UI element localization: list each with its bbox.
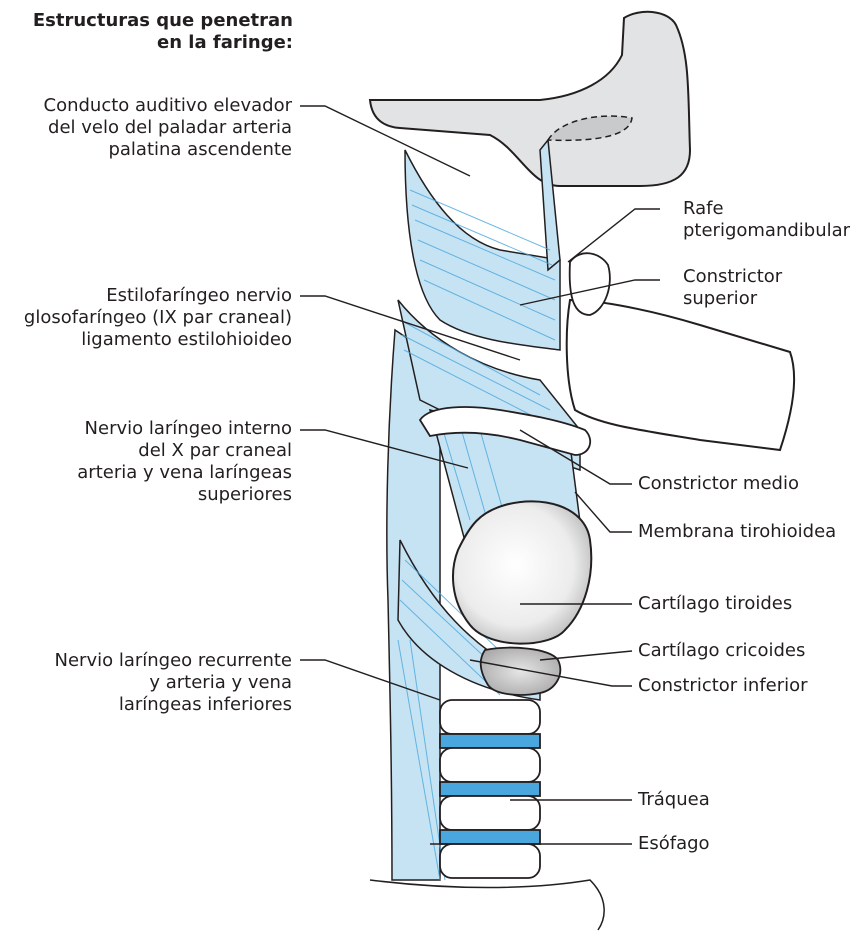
cricoid-cartilage: [481, 648, 561, 695]
label-line: ligamento estilohioideo: [24, 329, 292, 351]
label-line: del X par craneal: [77, 440, 292, 462]
label-recurrent-laryngeal: Nervio laríngeo recurrente y arteria y v…: [55, 650, 293, 716]
label-line: laríngeas inferiores: [55, 694, 293, 716]
heading-line: en la faringe:: [33, 32, 293, 54]
label-middle-constrictor: Constrictor medio: [638, 473, 799, 495]
label-line: Estilofaríngeo nervio: [24, 285, 292, 307]
label-inferior-constrictor: Constrictor inferior: [638, 675, 808, 697]
label-superior-constrictor: Constrictor superior: [683, 266, 782, 310]
trachea-cartilage: [440, 734, 540, 748]
label-line: del velo del paladar arteria: [44, 117, 293, 139]
label-line: palatina ascendente: [44, 139, 293, 161]
structures-heading: Estructuras que penetran en la faringe:: [33, 10, 293, 54]
label-line: Tráquea: [638, 789, 710, 811]
label-line: Nervio laríngeo interno: [77, 418, 292, 440]
label-thyrohyoid-membrane: Membrana tirohioidea: [638, 521, 836, 543]
mandible: [567, 300, 794, 450]
label-line: Cartílago cricoides: [638, 640, 805, 662]
label-line: Nervio laríngeo recurrente: [55, 650, 293, 672]
label-internal-laryngeal: Nervio laríngeo interno del X par cranea…: [77, 418, 292, 506]
trachea: [440, 700, 540, 878]
trachea-ring: [440, 796, 540, 830]
label-line: y arteria y vena: [55, 672, 293, 694]
label-line: Membrana tirohioidea: [638, 521, 836, 543]
label-stylopharyngeus: Estilofaríngeo nervio glosofaríngeo (IX …: [24, 285, 292, 351]
label-esophagus: Esófago: [638, 833, 710, 855]
trachea-ring: [440, 748, 540, 782]
label-trachea: Tráquea: [638, 789, 710, 811]
trachea-ring: [440, 844, 540, 878]
label-line: superiores: [77, 484, 292, 506]
neck-base: [370, 880, 604, 930]
label-line: Cartílago tiroides: [638, 593, 792, 615]
label-line: Constrictor: [683, 266, 782, 288]
skull-base: [370, 12, 690, 186]
heading-line: Estructuras que penetran: [33, 10, 293, 32]
label-line: Esófago: [638, 833, 710, 855]
label-line: arteria y vena laríngeas: [77, 462, 292, 484]
label-line: glosofaríngeo (IX par craneal): [24, 307, 292, 329]
label-thyroid-cartilage: Cartílago tiroides: [638, 593, 792, 615]
label-line: Constrictor inferior: [638, 675, 808, 697]
label-pterygomandibular-raphe: Rafe pterigomandibular: [683, 198, 850, 242]
trachea-cartilage: [440, 782, 540, 796]
trachea-ring: [440, 700, 540, 734]
label-line: Conducto auditivo elevador: [44, 95, 293, 117]
label-auditory-tube: Conducto auditivo elevador del velo del …: [44, 95, 293, 161]
trachea-cartilage: [440, 830, 540, 844]
label-cricoid-cartilage: Cartílago cricoides: [638, 640, 805, 662]
label-line: Constrictor medio: [638, 473, 799, 495]
label-line: pterigomandibular: [683, 220, 850, 242]
label-line: Rafe: [683, 198, 850, 220]
label-line: superior: [683, 288, 782, 310]
thyroid-cartilage: [453, 501, 591, 643]
constrictor-superior-muscle: [405, 150, 560, 350]
